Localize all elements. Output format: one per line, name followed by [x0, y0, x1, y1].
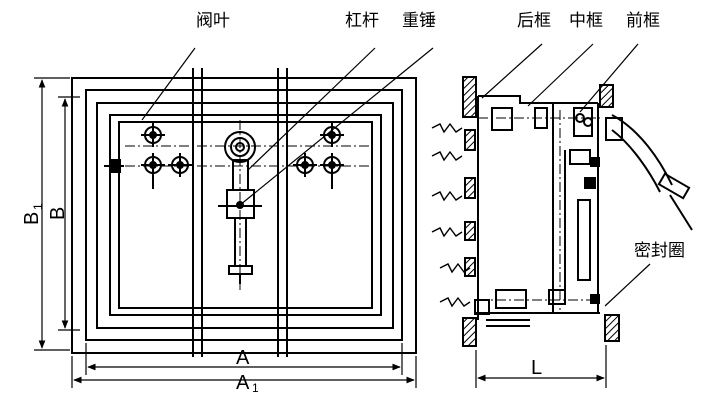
dim-label-b1-sub: 1: [31, 203, 45, 210]
front-view: [71, 68, 417, 357]
dim-label-a1: A: [236, 372, 250, 394]
blade-panel: [118, 121, 373, 309]
front-flange-bottom: [604, 314, 620, 342]
label-lever: 杠杆: [345, 11, 379, 31]
side-bolts: [431, 122, 471, 308]
bolts: [141, 123, 344, 189]
leaders-side: [481, 43, 651, 307]
label-seal-ring: 密封圈: [634, 241, 685, 261]
label-blade: 阀叶: [196, 11, 230, 31]
frame-3: [96, 102, 394, 329]
dim-label-a: A: [236, 347, 250, 369]
side-center-lines: [478, 110, 600, 310]
front-flange-top: [599, 84, 614, 108]
side-dimension: [475, 345, 607, 388]
leaders-front: [141, 47, 434, 206]
dim-label-b1: B: [21, 212, 43, 225]
side-view: [462, 76, 693, 347]
dim-label-a1-sub: 1: [252, 381, 259, 395]
label-front-frame: 前框: [626, 11, 660, 31]
label-rear-frame: 后框: [517, 11, 551, 31]
dim-label-l: L: [531, 357, 542, 379]
inner-frame: [109, 114, 382, 316]
rear-flange-top: [462, 76, 477, 118]
label-middle-frame: 中框: [569, 11, 603, 31]
rear-flange-bottom: [462, 317, 477, 347]
lever-assembly: [218, 131, 262, 284]
dim-label-b: B: [47, 207, 69, 220]
frame-2: [85, 89, 403, 341]
front-dimensions: [34, 77, 417, 388]
label-counterweight: 重锤: [402, 11, 436, 31]
outer-frame: [71, 77, 417, 354]
